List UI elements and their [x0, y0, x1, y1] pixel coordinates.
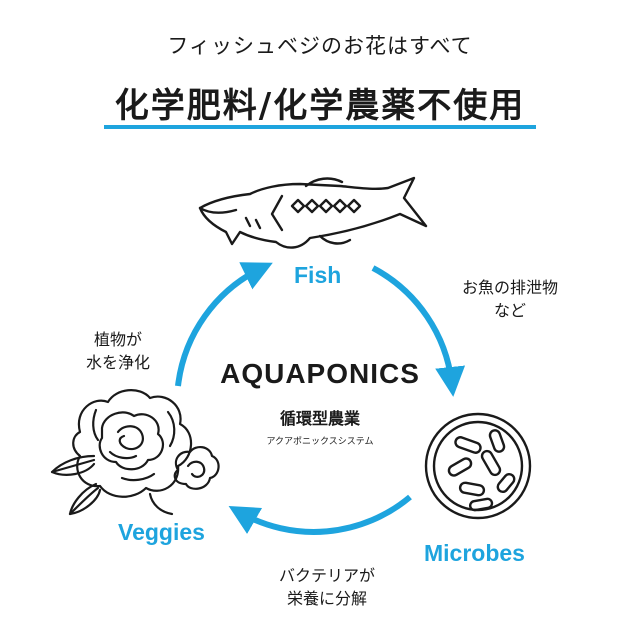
note-line: 水を浄化 [85, 353, 150, 372]
node-label-veggies: Veggies [118, 519, 205, 545]
bacteria-dish-icon [424, 412, 532, 520]
headline-underline [104, 125, 536, 129]
node-label-microbes: Microbes [424, 540, 525, 566]
note-line: 植物が [93, 330, 142, 349]
arrow-microbes-to-veggies [228, 494, 412, 535]
note-line: バクテリアが [278, 566, 375, 585]
rose-flowers-icon [50, 389, 220, 516]
note-line: お魚の排泄物 [461, 278, 558, 297]
note-line: 栄養に分解 [286, 589, 367, 608]
header-headline: 化学肥料/化学農薬不使用 [114, 86, 526, 126]
note-veggies-to-fish: 植物が 水を浄化 [58, 328, 178, 374]
arrow-veggies-to-fish [175, 262, 273, 387]
note-fish-to-microbes: お魚の排泄物 など [445, 276, 575, 322]
center-subtitle: 循環型農業 [279, 409, 360, 428]
note-microbes-to-veggies: バクテリアが 栄養に分解 [262, 564, 392, 610]
note-line: など [493, 301, 526, 320]
center-title: AQUAPONICS [220, 358, 420, 389]
node-label-fish: Fish [294, 262, 342, 288]
arrow-fish-to-microbes [371, 265, 466, 397]
center-kana: アクアポニックスシステム [266, 437, 374, 447]
header-subtitle: フィッシュベジのお花はすべて [167, 34, 473, 58]
sturgeon-fish-icon [198, 176, 428, 249]
